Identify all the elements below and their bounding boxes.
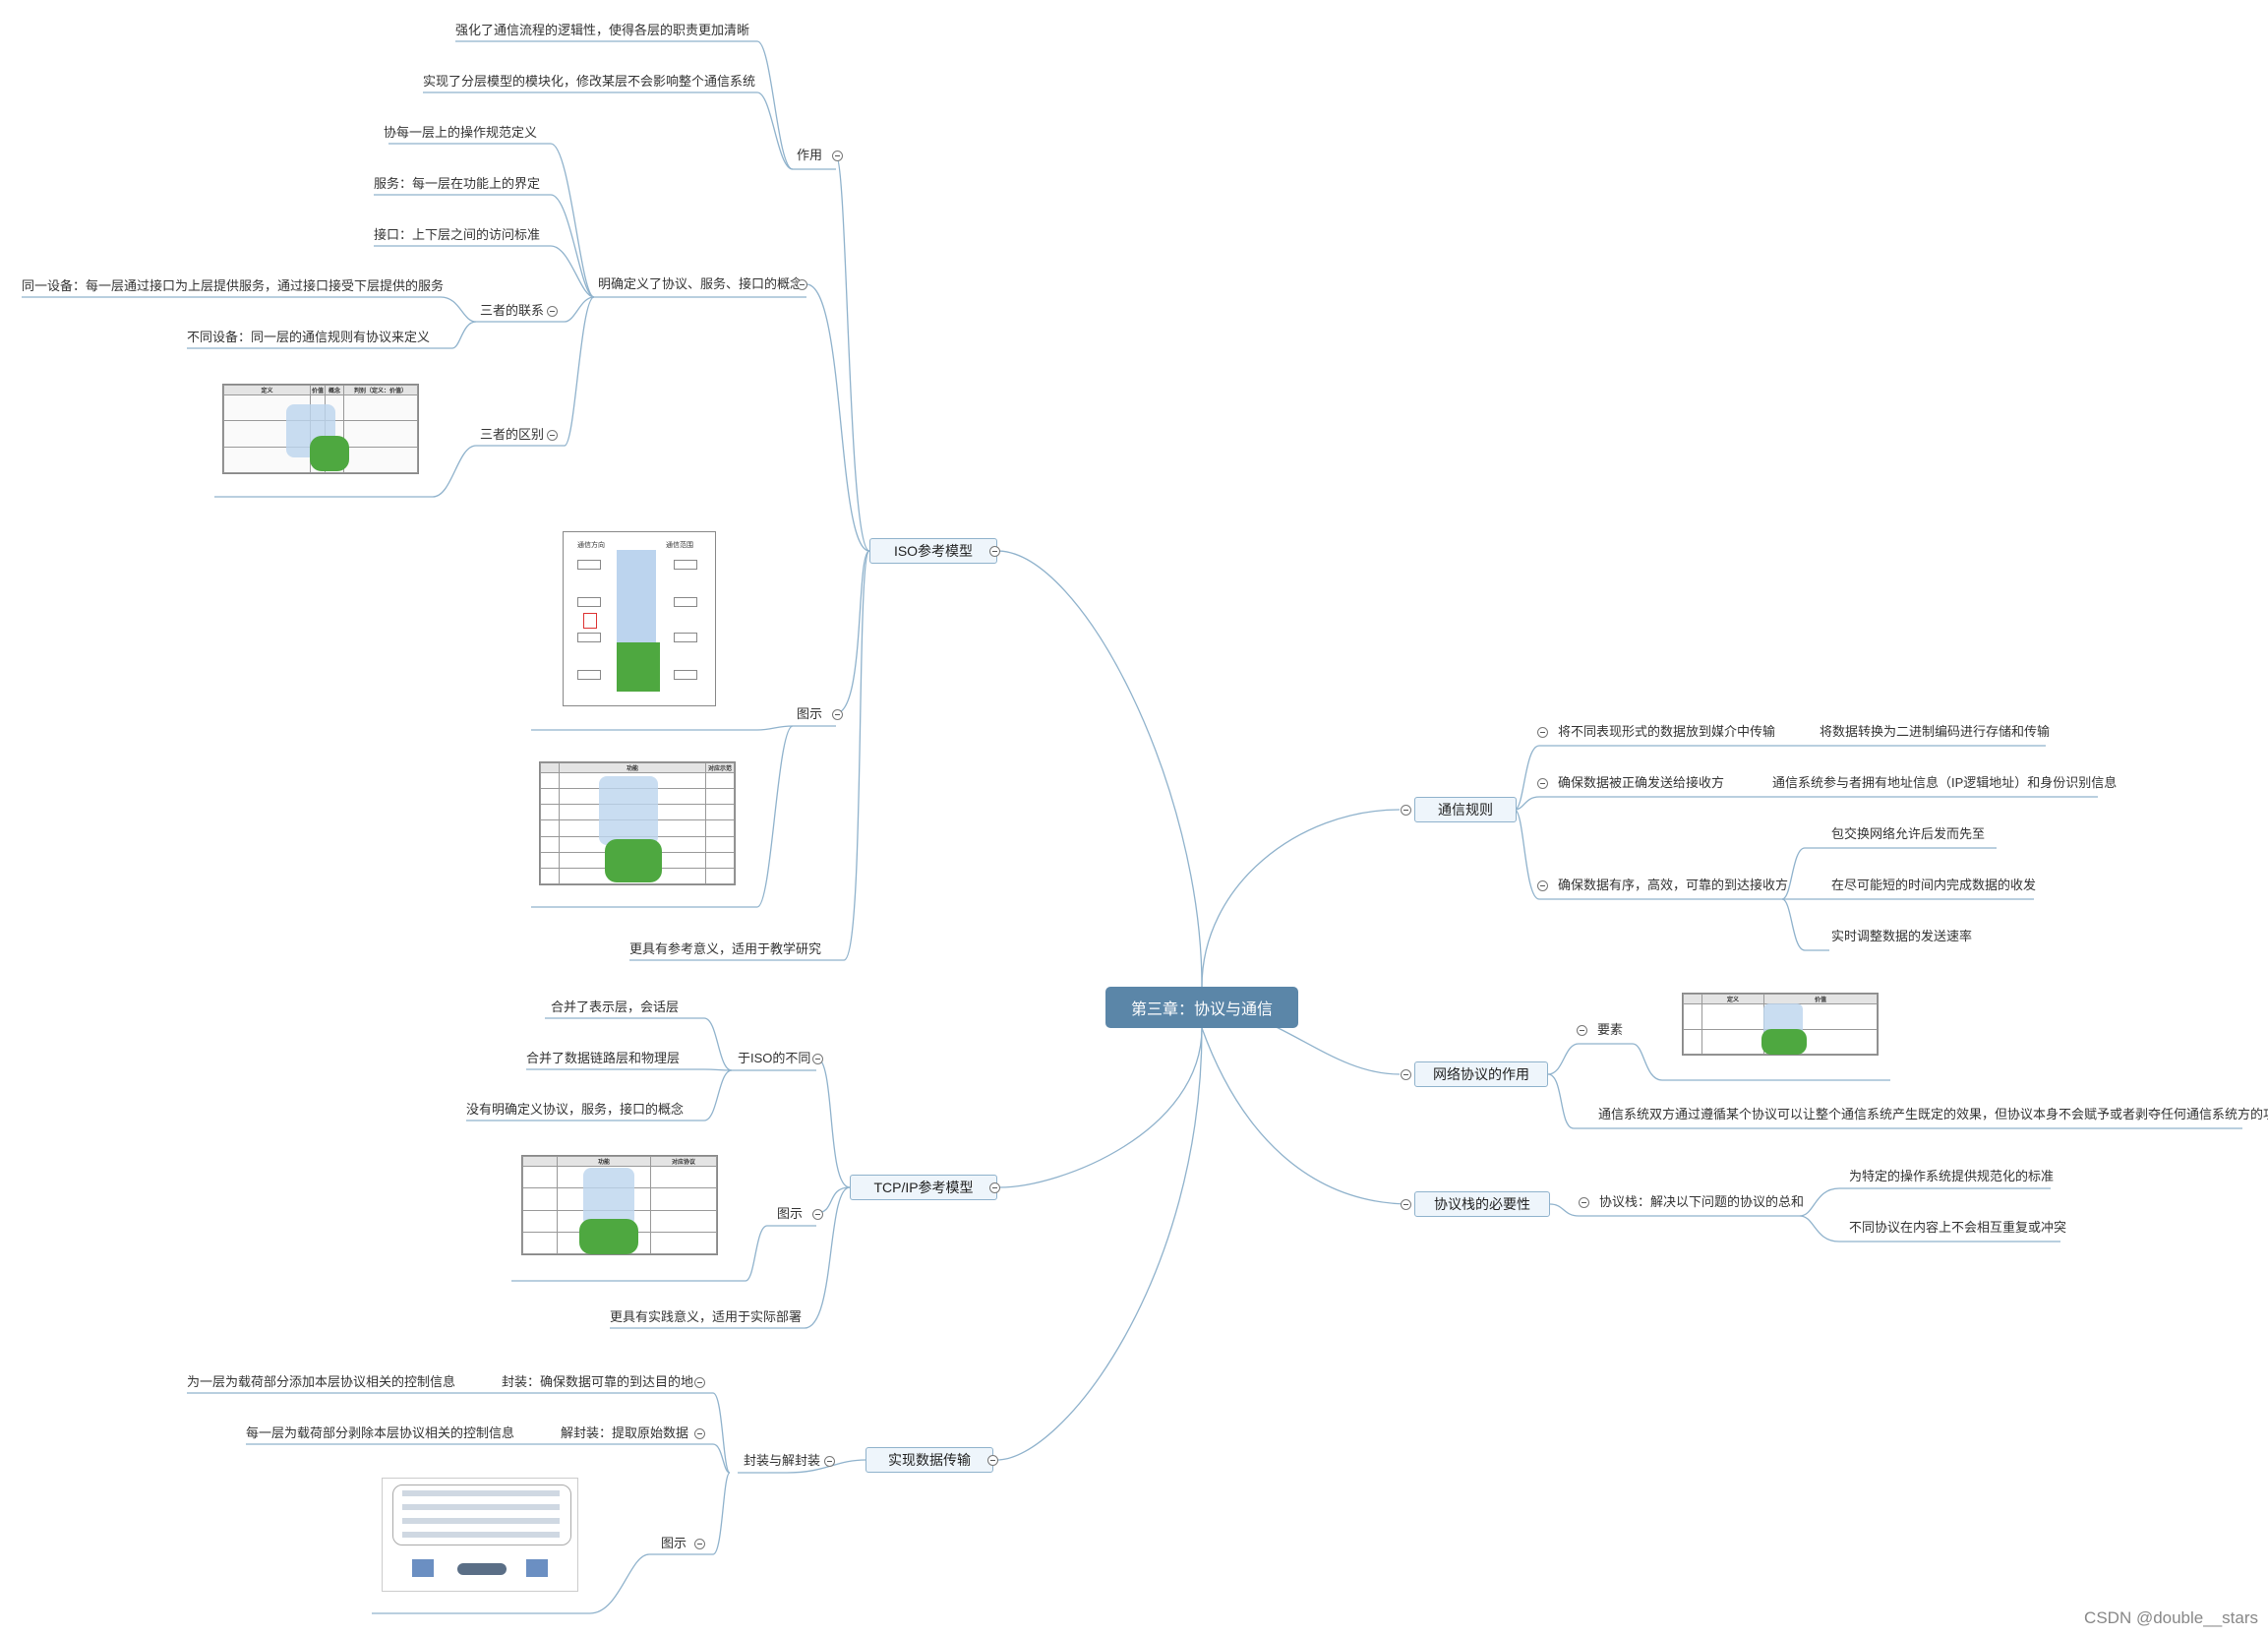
zuoyong-item-2[interactable]: 实现了分层模型的模块化，修改某层不会影响整个通信系统 [423, 74, 756, 89]
rule-3[interactable]: 确保数据有序，高效，可靠的到达接收方 [1558, 878, 1789, 892]
tcpip-diff-item-2[interactable]: 合并了数据链路层和物理层 [526, 1051, 681, 1065]
gainian-item-1[interactable]: 协每一层上的操作规范定义 [384, 125, 538, 140]
topic-data-transfer[interactable]: 实现数据传输 [865, 1447, 993, 1473]
collapse-rule2-icon[interactable] [1537, 778, 1548, 789]
collapse-tcpip-tushi-icon[interactable] [812, 1209, 823, 1220]
edge-iso-note [843, 550, 870, 961]
rule-2[interactable]: 确保数据被正确发送给接收方 [1558, 775, 1725, 790]
edge-root-tcpip [998, 1027, 1203, 1188]
decap-detail[interactable]: 每一层为载荷部分剥除本层协议相关的控制信息 [246, 1425, 515, 1440]
collapse-tcpip-diff-icon[interactable] [812, 1054, 823, 1064]
node-lianxi[interactable]: 三者的联系 [480, 303, 545, 318]
role-desc[interactable]: 通信系统双方通过遵循某个协议可以让整个通信系统产生既定的效果，但协议本身不会赋予… [1598, 1107, 2268, 1121]
tcpip-note[interactable]: 更具有实践意义，适用于实际部署 [610, 1309, 803, 1324]
edge-zy-2 [756, 91, 794, 170]
stack-item-2[interactable]: 不同协议在内容上不会相互重复或冲突 [1849, 1220, 2067, 1235]
rule-2-detail[interactable]: 通信系统参与者拥有地址信息（IP逻辑地址）和身份识别信息 [1772, 775, 2118, 790]
gainian-item-3[interactable]: 接口：上下层之间的访问标准 [374, 227, 541, 242]
tcpip-diff-item-1[interactable]: 合并了表示层，会话层 [550, 1000, 679, 1014]
collapse-qubie-icon[interactable] [547, 430, 558, 441]
node-qubie[interactable]: 三者的区别 [480, 427, 545, 442]
edge-root-iso [996, 550, 1203, 988]
node-gainian[interactable]: 明确定义了协议、服务、接口的概念 [598, 276, 804, 291]
root-topic[interactable]: 第三章：协议与通信 [1105, 987, 1298, 1028]
stack-item-1[interactable]: 为特定的操作系统提供规范化的标准 [1849, 1169, 2055, 1183]
zuoyong-item-1[interactable]: 强化了通信流程的逻辑性，使得各层的职责更加清晰 [455, 23, 750, 37]
lianxi-item-1[interactable]: 同一设备：每一层通过接口为上层提供服务，通过接口接受下层提供的服务 [22, 278, 445, 293]
collapse-transfer-tushi-icon[interactable] [694, 1539, 705, 1549]
image-encapsulation-flow [382, 1478, 578, 1592]
rule-1-detail[interactable]: 将数据转换为二进制编码进行存储和传输 [1820, 724, 2051, 739]
collapse-transfer-icon[interactable] [987, 1455, 998, 1466]
encap-detail[interactable]: 为一层为载荷部分添加本层协议相关的控制信息 [187, 1374, 456, 1389]
collapse-gainian-icon[interactable] [797, 279, 807, 290]
topic-protocol-role[interactable]: 网络协议的作用 [1414, 1061, 1548, 1087]
collapse-yaosu-icon[interactable] [1577, 1025, 1587, 1036]
collapse-zuoyong-icon[interactable] [832, 151, 843, 161]
node-zuoyong[interactable]: 作用 [797, 148, 823, 162]
edge-iso-tushi [835, 550, 870, 714]
image-tcpip-table: 功能对应协议 [521, 1155, 718, 1255]
edge-root-transfer [996, 1027, 1203, 1461]
node-encap[interactable]: 封装：确保数据可靠的到达目的地 [502, 1374, 694, 1389]
collapse-role-icon[interactable] [1401, 1069, 1411, 1080]
node-tcpip-tushi[interactable]: 图示 [777, 1206, 804, 1221]
gainian-item-2[interactable]: 服务：每一层在功能上的界定 [374, 176, 541, 191]
image-iso-function-table: 功能对应示范 [539, 761, 736, 885]
rule-1[interactable]: 将不同表现形式的数据放到媒介中传输 [1558, 724, 1776, 739]
node-iso-tushi[interactable]: 图示 [797, 706, 823, 721]
node-transfer-tushi[interactable]: 图示 [661, 1536, 687, 1550]
tcpip-diff-item-3[interactable]: 没有明确定义协议，服务，接口的概念 [466, 1102, 685, 1117]
topic-comm-rules[interactable]: 通信规则 [1414, 797, 1517, 822]
collapse-rule3-icon[interactable] [1537, 880, 1548, 891]
topic-stack-need[interactable]: 协议栈的必要性 [1414, 1191, 1550, 1217]
node-decap[interactable]: 解封装：提取原始数据 [561, 1425, 689, 1440]
node-tcpip-diff[interactable]: 于ISO的不同 [738, 1051, 811, 1065]
image-iso-compare-table: 定义价值概念判别（定义：价值） [222, 384, 419, 474]
image-element-table: 定义价值 [1682, 993, 1879, 1056]
topic-iso-model[interactable]: ISO参考模型 [869, 538, 997, 564]
edge-root-rules [1201, 809, 1401, 988]
collapse-encap-sub-icon[interactable] [694, 1377, 705, 1388]
image-iso-layers: 通信方向 通信范围 [563, 531, 716, 706]
node-encapsulation[interactable]: 封装与解封装 [744, 1453, 821, 1468]
collapse-stack-icon[interactable] [1401, 1199, 1411, 1210]
collapse-tcpip-icon[interactable] [989, 1182, 1000, 1193]
rule-3-item-2[interactable]: 在尽可能短的时间内完成数据的收发 [1831, 878, 2037, 892]
lianxi-item-2[interactable]: 不同设备：同一层的通信规则有协议来定义 [187, 330, 431, 344]
collapse-encap-icon[interactable] [824, 1456, 835, 1467]
edge-iso-zuoyong [835, 155, 870, 552]
rule-3-item-1[interactable]: 包交换网络允许后发而先至 [1831, 826, 1986, 841]
edge-root-stack [1201, 1027, 1412, 1205]
collapse-decap-icon[interactable] [694, 1428, 705, 1439]
topic-tcpip-model[interactable]: TCP/IP参考模型 [850, 1175, 997, 1200]
edge-zy-1 [756, 40, 794, 170]
watermark: CSDN @double__stars [2084, 1608, 2258, 1627]
edge-iso-gainian [806, 283, 870, 552]
collapse-stack-def-icon[interactable] [1579, 1197, 1589, 1208]
collapse-rules-icon[interactable] [1401, 805, 1411, 816]
rule-3-item-3[interactable]: 实时调整数据的发送速率 [1831, 929, 1973, 943]
collapse-rule1-icon[interactable] [1537, 727, 1548, 738]
collapse-lianxi-icon[interactable] [547, 306, 558, 317]
stack-def[interactable]: 协议栈：解决以下问题的协议的总和 [1599, 1194, 1805, 1209]
node-yaosu[interactable]: 要素 [1597, 1022, 1624, 1037]
iso-note[interactable]: 更具有参考意义，适用于教学研究 [629, 941, 822, 956]
collapse-iso-icon[interactable] [989, 546, 1000, 557]
collapse-iso-tushi-icon[interactable] [832, 709, 843, 720]
